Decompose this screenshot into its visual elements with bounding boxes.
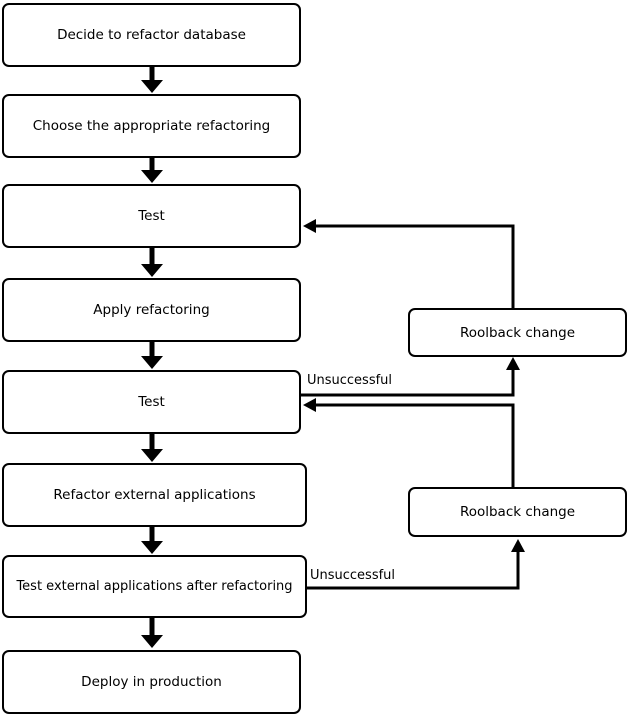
step-label: Test bbox=[138, 394, 165, 410]
loop-test-to-rollback-1 bbox=[300, 357, 520, 397]
step-test-1: Test bbox=[2, 184, 301, 248]
step-choose-refactoring: Choose the appropriate refactoring bbox=[2, 94, 301, 158]
arrow-step6-to-step7 bbox=[141, 527, 163, 554]
arrow-step3-to-step4 bbox=[141, 248, 163, 277]
arrow-step4-to-step5 bbox=[141, 342, 163, 369]
arrow-step1-to-step2 bbox=[141, 67, 163, 93]
step-test-external: Test external applications after refacto… bbox=[2, 555, 307, 618]
arrow-step5-to-step6 bbox=[141, 434, 163, 462]
loop-test-external-to-rollback-2 bbox=[300, 539, 525, 590]
step-label: Deploy in production bbox=[81, 674, 222, 690]
step-deploy: Deploy in production bbox=[2, 650, 301, 714]
rollback-label: Roolback change bbox=[459, 324, 576, 341]
step-label: Test bbox=[138, 208, 165, 224]
loop-rollback-2-to-test bbox=[303, 398, 515, 487]
rollback-label: Roolback change bbox=[459, 504, 576, 520]
step-decide-refactor: Decide to refactor database bbox=[2, 3, 301, 67]
rollback-box-1: Roolback change bbox=[408, 308, 627, 357]
rollback-box-2: Roolback change bbox=[408, 487, 627, 537]
arrow-step7-to-step8 bbox=[141, 618, 163, 648]
step-test-2: Test bbox=[2, 370, 301, 434]
step-label: Decide to refactor database bbox=[57, 27, 246, 43]
arrow-step2-to-step3 bbox=[141, 158, 163, 183]
step-apply-refactoring: Apply refactoring bbox=[2, 278, 301, 342]
step-refactor-external: Refactor external applications bbox=[2, 463, 307, 527]
step-label: Test external applications after refacto… bbox=[16, 579, 293, 594]
loop-rollback-1-to-test bbox=[303, 219, 515, 308]
down-arrows bbox=[141, 67, 163, 648]
step-label: Apply refactoring bbox=[93, 302, 210, 318]
step-label: Refactor external applications bbox=[53, 487, 256, 503]
unsuccessful-label-2: Unsuccessful bbox=[310, 568, 396, 583]
unsuccessful-label-1: Unsuccessful bbox=[307, 373, 393, 388]
step-label: Choose the appropriate refactoring bbox=[32, 118, 271, 134]
